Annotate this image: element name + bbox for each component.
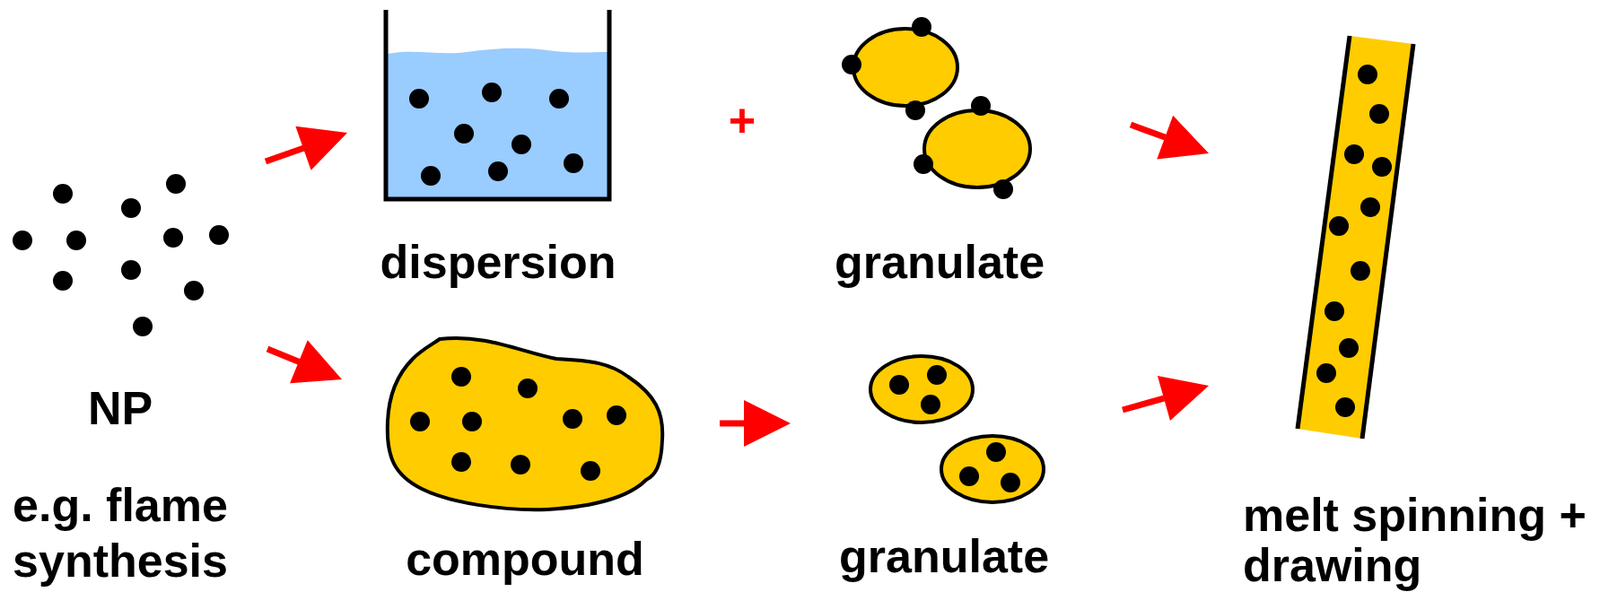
stage-note: e.g. flame synthesis [4, 477, 237, 589]
plus-sign: + [722, 92, 762, 149]
stage-label: granulate [839, 528, 1037, 585]
compound-blob [387, 338, 663, 510]
process-arrow [266, 340, 342, 384]
dispersion-stage: dispersion [376, 4, 620, 290]
stage-label: dispersion [376, 234, 620, 290]
granulate-stage: granulate [839, 349, 1037, 585]
compound-stage: compound [381, 332, 669, 587]
nanoparticles [12, 174, 229, 337]
process-arrow [1121, 375, 1209, 421]
process-arrow [264, 126, 348, 171]
granulate-filled [870, 356, 1044, 503]
nanoparticle-source: NP e.g. flame synthesis [4, 170, 237, 589]
granulate-stage: granulate [834, 8, 1041, 290]
beaker [385, 9, 610, 200]
process-arrow [719, 400, 791, 447]
stage-label: compound [381, 531, 669, 587]
granulate-coated [841, 17, 1031, 200]
stage-label: melt spinning + drawing [1242, 489, 1596, 591]
fiber-stage: melt spinning + drawing [1242, 31, 1596, 591]
stage-label: NP [4, 380, 237, 437]
fiber [1297, 35, 1414, 439]
stage-label: granulate [834, 234, 1041, 290]
process-arrow [1129, 115, 1209, 160]
